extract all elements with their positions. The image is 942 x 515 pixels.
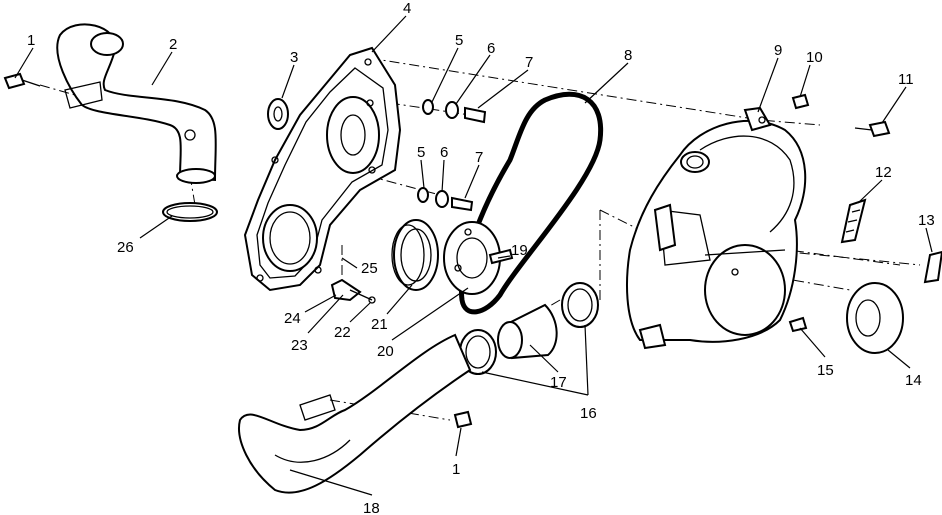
callout-22: 22 (334, 324, 351, 341)
callout-18: 18 (363, 500, 380, 515)
screw-11 (854, 120, 891, 138)
hardware-set-upper (422, 99, 487, 124)
callout-16: 16 (580, 405, 597, 422)
intake-duct-upper (56, 23, 217, 184)
inner-cover-plate (243, 46, 402, 292)
callout-15: 15 (817, 362, 834, 379)
decal-12 (840, 198, 867, 244)
intake-duct-lower (238, 333, 472, 494)
seal-21 (391, 219, 439, 291)
callout-7-lower: 7 (475, 149, 483, 166)
washer-3 (267, 98, 289, 130)
callout-17: 17 (550, 374, 567, 391)
decal-13 (923, 250, 942, 284)
bolt-top-left (3, 72, 41, 90)
hardware-set-lower (417, 187, 474, 212)
sprocket-plate-20 (443, 221, 501, 295)
clamp-26 (162, 202, 218, 222)
callout-11: 11 (898, 71, 914, 88)
callout-8: 8 (624, 47, 632, 64)
callout-5-upper: 5 (455, 32, 463, 49)
callout-9: 9 (774, 42, 782, 59)
callout-5-lower: 5 (417, 144, 425, 161)
callout-1-bottom: 1 (452, 461, 460, 478)
callout-10: 10 (806, 49, 823, 66)
callout-26: 26 (117, 239, 134, 256)
callout-4: 4 (403, 0, 411, 17)
callout-leaders (14, 15, 933, 496)
callout-19: 19 (511, 242, 528, 259)
callout-12: 12 (875, 164, 892, 181)
drive-belt (459, 91, 604, 315)
clamps-16 (459, 282, 599, 375)
callout-13: 13 (918, 212, 935, 229)
coupler-17 (497, 303, 558, 360)
bolt-bottom (453, 410, 473, 429)
callout-3: 3 (290, 49, 298, 66)
callout-20: 20 (377, 343, 394, 360)
callout-7-upper: 7 (525, 54, 533, 71)
callout-2: 2 (169, 36, 177, 53)
callout-6-upper: 6 (487, 40, 495, 57)
callout-14: 14 (905, 372, 922, 389)
screw-19 (488, 248, 514, 265)
callout-21: 21 (371, 316, 388, 333)
screw-15 (788, 316, 808, 333)
callout-23: 23 (291, 337, 308, 354)
callout-1-top: 1 (27, 32, 35, 49)
callout-25: 25 (361, 260, 378, 277)
gasket-disc-14 (846, 282, 904, 354)
callout-6-lower: 6 (440, 144, 448, 161)
callout-labels: 1 2 3 4 5 6 7 8 9 10 11 12 13 5 6 7 19 2… (27, 0, 935, 515)
clip-10 (791, 93, 810, 110)
callout-24: 24 (284, 310, 301, 327)
outer-cover (626, 106, 807, 350)
